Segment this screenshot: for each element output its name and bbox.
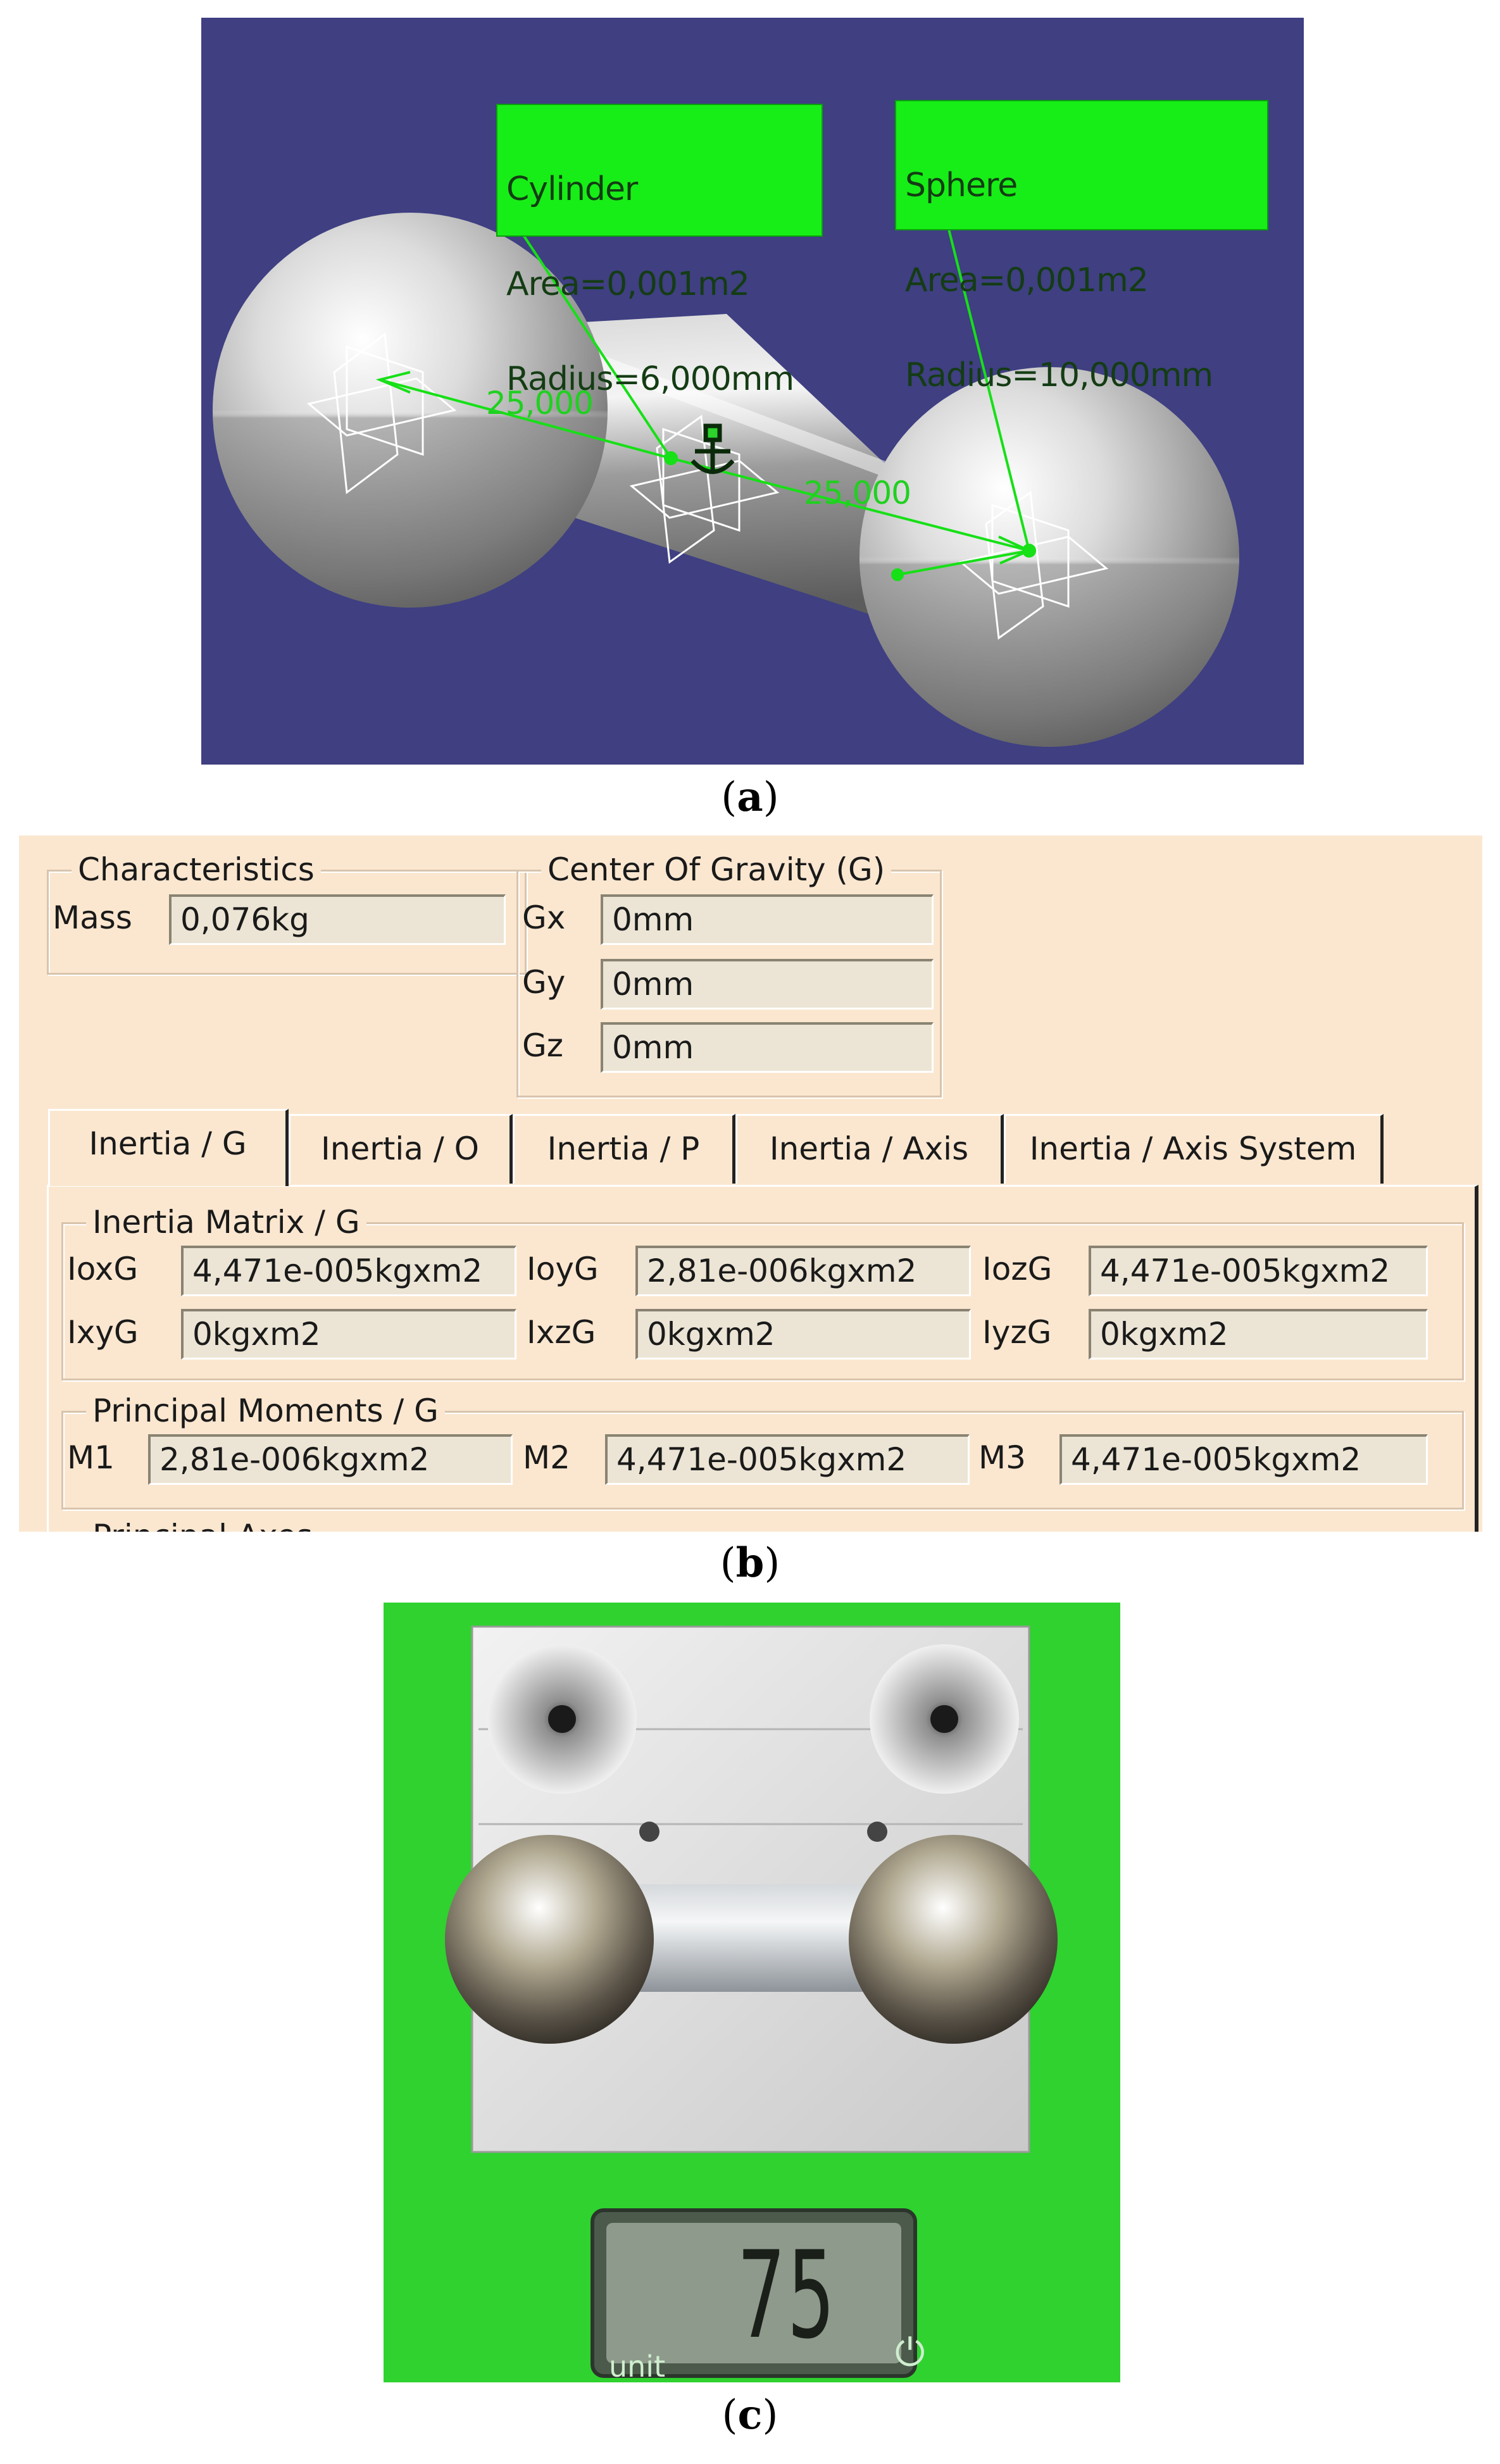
principal-moments-legend: Principal Moments / G	[86, 1392, 445, 1429]
center-of-gravity-icon	[691, 423, 735, 474]
center-of-gravity-legend: Center Of Gravity (G)	[541, 851, 892, 888]
caption-a-letter: a	[737, 773, 763, 821]
ioxg-label: IoxG	[67, 1251, 139, 1287]
m3-label: M3	[978, 1439, 1026, 1476]
center-of-gravity-group: Center Of Gravity (G) Gx 0mm Gy 0mm Gz 0…	[516, 851, 942, 1098]
gy-label: Gy	[522, 964, 566, 1001]
ioyg-field[interactable]: 2,81e-006kgxm2	[635, 1246, 971, 1296]
callout-sphere-radius: Radius=10,000mm	[905, 356, 1213, 394]
m2-label: M2	[523, 1439, 570, 1476]
scale-photo: 75 unit ⏻	[384, 1603, 1120, 2382]
m1-field[interactable]: 2,81e-006kgxm2	[148, 1434, 513, 1485]
tab-content: Inertia Matrix / G IoxG 4,471e-005kgxm2 …	[47, 1185, 1478, 1532]
principal-axes-legend: Principal Axes	[86, 1518, 320, 1532]
characteristics-legend: Characteristics	[72, 851, 321, 888]
scale-reading: 75	[738, 2225, 837, 2365]
ixyg-label: IxyG	[67, 1314, 139, 1351]
characteristics-group: Characteristics Mass 0,076kg	[47, 851, 527, 975]
callout-sphere-area: Area=0,001m2	[905, 261, 1149, 299]
iyzg-label: IyzG	[982, 1314, 1052, 1351]
caption-c-letter: c	[737, 2391, 763, 2439]
iozg-label: IozG	[982, 1251, 1053, 1287]
caption-c: (c)	[722, 2391, 778, 2439]
tab-inertia-p[interactable]: Inertia / P	[513, 1114, 735, 1184]
callout-sphere-title: Sphere	[905, 166, 1018, 204]
power-icon[interactable]: ⏻	[895, 2330, 925, 2375]
caption-a: (a)	[721, 773, 779, 821]
measure-inertia-dialog: Characteristics Mass 0,076kg Center Of G…	[19, 835, 1482, 1532]
cad-viewport[interactable]: Cylinder Area=0,001m2 Radius=6,000mm Sph…	[201, 18, 1304, 765]
scale-photo-drawing	[384, 1603, 1120, 2382]
m1-label: M1	[67, 1439, 115, 1476]
cylinder-callout[interactable]: Cylinder Area=0,001m2 Radius=6,000mm	[496, 104, 823, 396]
caption-b-letter: b	[735, 1539, 765, 1587]
right-sphere-shape	[859, 367, 1239, 747]
inertia-matrix-legend: Inertia Matrix / G	[86, 1204, 366, 1241]
tab-inertia-o[interactable]: Inertia / O	[289, 1114, 513, 1184]
ioyg-label: IoyG	[527, 1251, 599, 1287]
m3-field[interactable]: 4,471e-005kgxm2	[1059, 1434, 1428, 1485]
dumbbell-model	[213, 213, 1239, 747]
mass-field[interactable]: 0,076kg	[169, 894, 506, 945]
dimension-label-left: 25,000	[486, 385, 594, 422]
scale-display	[591, 2208, 917, 2378]
gy-field[interactable]: 0mm	[601, 959, 934, 1010]
m2-field[interactable]: 4,471e-005kgxm2	[605, 1434, 970, 1485]
gz-label: Gz	[522, 1027, 563, 1064]
mass-label: Mass	[53, 899, 132, 936]
tab-inertia-axis[interactable]: Inertia / Axis	[735, 1114, 1004, 1184]
axis-system-left	[306, 332, 457, 494]
dimension-label-right: 25,000	[804, 475, 911, 511]
physical-dumbbell	[445, 1835, 1058, 2044]
ioxg-field[interactable]: 4,471e-005kgxm2	[181, 1246, 516, 1296]
caption-b: (b)	[720, 1539, 780, 1587]
inertia-matrix-group: Inertia Matrix / G IoxG 4,471e-005kgxm2 …	[61, 1204, 1464, 1380]
principal-moments-group: Principal Moments / G M1 2,81e-006kgxm2 …	[61, 1392, 1464, 1510]
ixyg-field[interactable]: 0kgxm2	[181, 1309, 516, 1360]
iyzg-field[interactable]: 0kgxm2	[1089, 1309, 1428, 1360]
sphere-callout[interactable]: Sphere Area=0,001m2 Radius=10,000mm	[895, 100, 1268, 392]
callout-cylinder-radius: Radius=6,000mm	[506, 360, 794, 398]
dimension-lines	[375, 225, 1036, 581]
tab-inertia-g[interactable]: Inertia / G	[48, 1109, 289, 1186]
iozg-field[interactable]: 4,471e-005kgxm2	[1089, 1246, 1428, 1296]
gx-field[interactable]: 0mm	[601, 894, 934, 945]
gz-field[interactable]: 0mm	[601, 1022, 934, 1073]
ixzg-label: IxzG	[527, 1314, 596, 1351]
callout-cylinder-title: Cylinder	[506, 170, 638, 208]
callout-cylinder-area: Area=0,001m2	[506, 265, 750, 303]
left-sphere-shape	[213, 213, 608, 608]
gx-label: Gx	[522, 899, 566, 936]
unit-button-label[interactable]: unit	[609, 2349, 666, 2382]
ixzg-field[interactable]: 0kgxm2	[635, 1309, 971, 1360]
tab-inertia-axis-system[interactable]: Inertia / Axis System	[1004, 1114, 1384, 1184]
